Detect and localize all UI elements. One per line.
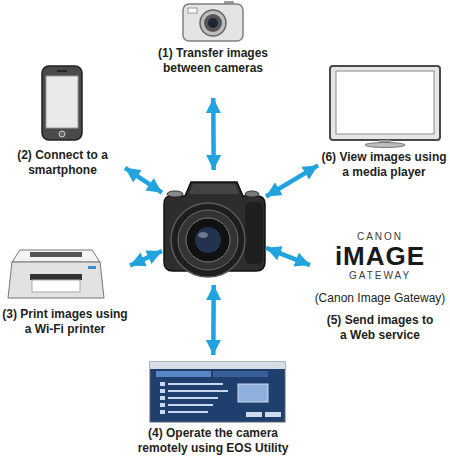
phone-body bbox=[42, 66, 82, 140]
dslr-camera bbox=[164, 182, 265, 277]
printer-light bbox=[88, 266, 96, 269]
double-arrow bbox=[211, 285, 216, 355]
lens-glass bbox=[195, 227, 221, 253]
phone-button bbox=[59, 131, 65, 137]
media-player-node: (6) View images using a media player bbox=[318, 62, 450, 190]
logo-text: CANON bbox=[310, 231, 450, 242]
caption-label: (4) Operate the camera remotely using EO… bbox=[128, 426, 298, 456]
phone-screen bbox=[46, 76, 78, 128]
camera-prism bbox=[189, 184, 239, 194]
window-titlebar bbox=[150, 362, 285, 369]
printer-slot bbox=[30, 274, 82, 280]
menu-row bbox=[168, 404, 213, 406]
menu-row bbox=[168, 383, 223, 385]
camera-lens bbox=[200, 10, 226, 36]
menu-icon bbox=[160, 396, 165, 400]
preview-box bbox=[238, 384, 268, 402]
window-button bbox=[265, 412, 281, 417]
double-arrow bbox=[266, 165, 318, 196]
lens-highlight bbox=[198, 232, 208, 238]
menu-icon bbox=[160, 389, 165, 393]
camera-lens bbox=[208, 18, 218, 28]
logo-text: GATEWAY bbox=[310, 270, 450, 281]
menu-icon bbox=[160, 382, 165, 386]
menu-icon bbox=[160, 410, 165, 414]
window-button bbox=[246, 412, 262, 417]
monitor-bezel bbox=[330, 66, 440, 140]
window-tab bbox=[156, 371, 211, 377]
double-arrow bbox=[211, 98, 216, 170]
printer-paper bbox=[32, 280, 80, 292]
mode-dial bbox=[167, 191, 183, 197]
phone-speaker bbox=[57, 70, 67, 72]
printer-lid bbox=[12, 250, 100, 262]
caption-label: (5) Send images to a Web service bbox=[323, 313, 437, 343]
smartphone bbox=[42, 66, 82, 140]
printer-body bbox=[8, 262, 104, 298]
window-tab bbox=[213, 371, 268, 377]
camera-lens bbox=[204, 14, 222, 32]
menu-row bbox=[168, 390, 228, 392]
camera-lens bbox=[171, 203, 245, 277]
menu-row bbox=[168, 411, 208, 413]
logo-text: iMAGE bbox=[310, 242, 450, 270]
control-dial bbox=[245, 191, 259, 197]
monitor-stand bbox=[365, 143, 405, 148]
double-arrow bbox=[125, 168, 162, 193]
media-player-monitor bbox=[330, 66, 440, 148]
camera-lens bbox=[178, 210, 238, 270]
camera-node: (1) Transfer images between cameras bbox=[138, 0, 288, 98]
camera-lens bbox=[186, 218, 230, 262]
camera-body bbox=[183, 4, 243, 41]
menu-icon bbox=[160, 403, 165, 407]
printer-lid bbox=[30, 252, 82, 257]
camera-flash bbox=[188, 8, 197, 13]
camera-grip bbox=[245, 202, 263, 264]
web-service-node: CANONiMAGEGATEWAY (Canon Image Gateway) (5… bbox=[310, 225, 450, 360]
wifi-printer bbox=[8, 250, 104, 298]
eos-utility-node: (4) Operate the camera remotely using EO… bbox=[123, 355, 303, 473]
menu-row bbox=[168, 397, 218, 399]
caption-label: (2) Connect to a smartphone bbox=[0, 148, 125, 178]
compact-camera bbox=[183, 1, 243, 41]
caption-label: (Canon Image Gateway) bbox=[310, 291, 450, 306]
caption-label: (3) Print images using a Wi-Fi printer bbox=[0, 307, 130, 337]
double-arrow bbox=[266, 248, 310, 265]
printer-node: (3) Print images using a Wi-Fi printer bbox=[0, 245, 130, 345]
camera-node bbox=[162, 170, 266, 285]
monitor-screen bbox=[336, 71, 434, 134]
double-arrow bbox=[130, 251, 162, 265]
eos-utility-window bbox=[150, 362, 285, 422]
smartphone-node: (2) Connect to a smartphone bbox=[0, 62, 125, 190]
caption-label: (1) Transfer images between cameras bbox=[138, 46, 288, 76]
window-frame bbox=[150, 362, 285, 422]
caption-label: (6) View images using a media player bbox=[318, 150, 450, 180]
